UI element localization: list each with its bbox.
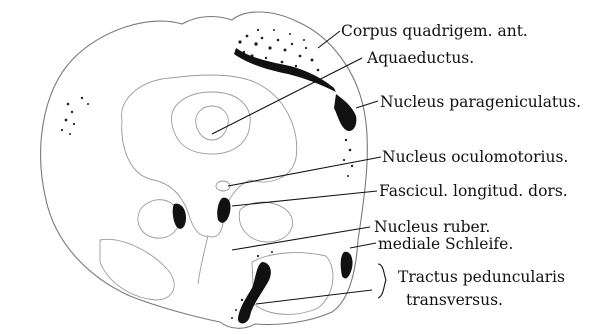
label-corpus-quadrigem: Corpus quadrigem. ant. bbox=[341, 22, 528, 40]
right-ruber-contour bbox=[239, 202, 292, 242]
fasciculus-dark-left bbox=[173, 204, 186, 229]
label-tractus-line2: transversus. bbox=[406, 291, 503, 309]
leader-fascicul-longitud bbox=[232, 191, 377, 206]
inner-contour bbox=[122, 75, 297, 237]
leader-nucleus-parageniculatus bbox=[356, 101, 378, 108]
tractus-peduncularis-band bbox=[238, 262, 271, 323]
mediale-schleife-mass bbox=[341, 252, 353, 279]
labels: Corpus quadrigem. ant. Aquaeductus. Nucl… bbox=[341, 22, 581, 309]
label-aquaeductus: Aquaeductus. bbox=[366, 49, 474, 67]
left-peduncle-contour bbox=[100, 239, 174, 300]
left-ruber-contour bbox=[138, 200, 179, 238]
section-outline bbox=[41, 12, 368, 328]
label-tractus-line1: Tractus peduncularis bbox=[398, 268, 565, 286]
label-fascicul-longitud: Fascicul. longitud. dors. bbox=[379, 182, 568, 200]
lateral-dots-left bbox=[61, 97, 89, 135]
aqueduct-ring bbox=[171, 92, 250, 154]
oculomotor-ring bbox=[216, 181, 230, 191]
leader-nucleus-oculomotorius bbox=[228, 157, 381, 186]
tractus-bracket bbox=[378, 264, 386, 298]
midline-raphe bbox=[198, 236, 208, 284]
label-nucleus-oculomotorius: Nucleus oculomotorius. bbox=[382, 148, 568, 166]
fasciculus-dark-right bbox=[217, 198, 230, 223]
leader-mediale-schleife bbox=[350, 243, 376, 248]
lateral-dots-right bbox=[343, 139, 353, 177]
corpus-quadrigem-dark-band bbox=[234, 48, 336, 92]
outer-contour bbox=[41, 12, 368, 328]
label-mediale-schleife: mediale Schleife. bbox=[378, 235, 513, 253]
label-nucleus-parageniculatus: Nucleus parageniculatus. bbox=[380, 93, 581, 111]
leader-tractus-peduncularis bbox=[256, 290, 372, 304]
aqueduct-lumen bbox=[196, 106, 229, 140]
label-nucleus-ruber: Nucleus ruber. bbox=[374, 218, 490, 236]
leader-corpus-quadrigem bbox=[318, 31, 340, 48]
nucleus-parageniculatus-mass bbox=[334, 94, 356, 131]
